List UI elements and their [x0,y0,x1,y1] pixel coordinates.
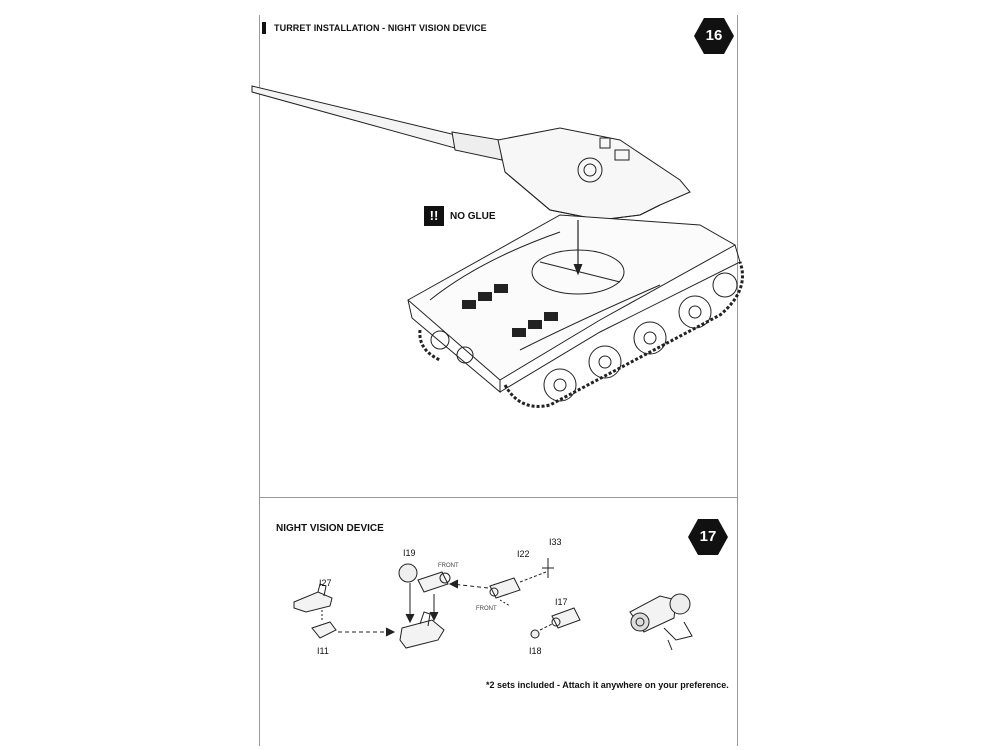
step-17-badge: 17 [688,517,728,557]
hexagon-icon [694,18,734,54]
warning-icon: !! [424,206,444,226]
part-label-i18: I18 [529,646,542,656]
front-label: FRONT [438,563,459,569]
part-label-i11: I11 [317,646,329,656]
part-label-i22: I22 [517,549,530,559]
step-17-title: NIGHT VISION DEVICE [276,523,384,534]
part-label-i17: I17 [555,597,568,607]
hexagon-icon [688,519,728,555]
sets-included-note: *2 sets included - Attach it anywhere on… [486,680,729,690]
part-label-i27: I27 [319,578,332,588]
step-divider [259,497,738,498]
front-label: FRONT [476,606,497,612]
part-label-i19: I19 [403,548,416,558]
no-glue-text: NO GLUE [450,210,496,222]
page-frame [259,15,738,746]
step-16-badge: 16 [694,16,734,56]
part-label-i33: I33 [549,537,562,547]
step-17-number: 17 [699,528,717,545]
no-glue-warning: !! NO GLUE [424,206,496,226]
step-16-number: 16 [705,27,723,44]
step-16-title: TURRET INSTALLATION - NIGHT VISION DEVIC… [262,22,487,34]
